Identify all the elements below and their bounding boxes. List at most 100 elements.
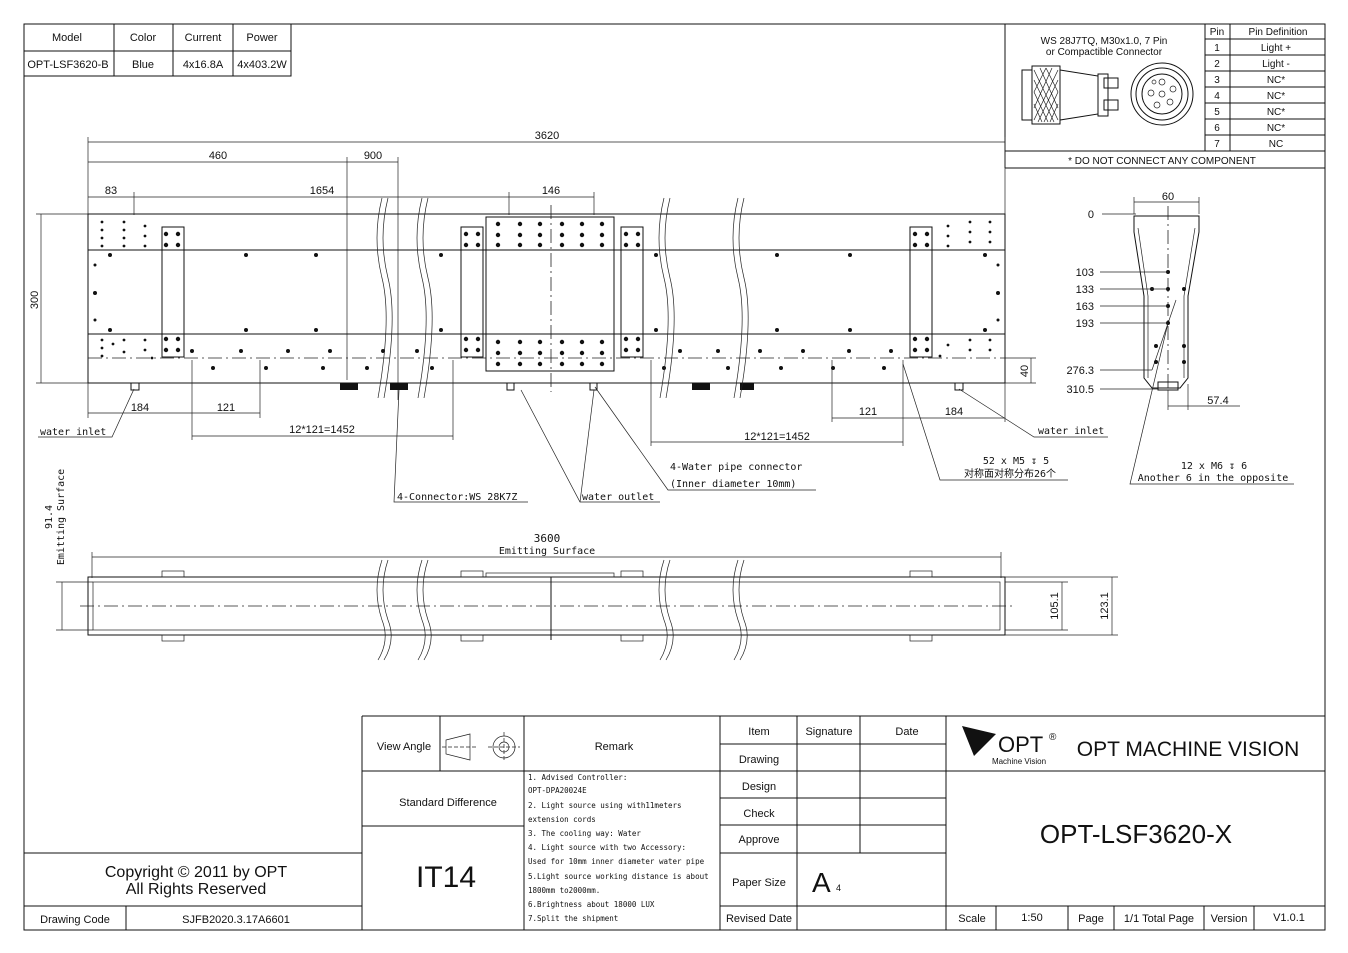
side-profile: [1133, 215, 1200, 389]
sheet-border: [23, 23, 1326, 931]
drawing-code: SJFB2020.3.17A6601: [182, 914, 290, 926]
connector-face-icon: [1130, 62, 1194, 126]
spec-header-current: Current: [185, 32, 222, 44]
connector-note: * DO NOT CONNECT ANY COMPONENT: [1068, 156, 1256, 167]
dim-left-184: 184: [131, 402, 149, 414]
label-m5-2: 对称面对称分布26个: [964, 467, 1056, 480]
dim-193: 193: [1076, 318, 1094, 330]
dim-left-121: 121: [217, 402, 235, 414]
spec-value-power: 4x403.2W: [237, 59, 287, 71]
label-pipe-2: (Inner diameter 10mm): [670, 479, 796, 490]
dim-133: 133: [1076, 284, 1094, 296]
pin-6-def: NC*: [1267, 123, 1285, 134]
scale-value: 1:50: [1021, 912, 1042, 924]
dim-60: 60: [1162, 191, 1174, 203]
mount-bracket: [161, 216, 933, 372]
dim-460: 460: [209, 150, 227, 162]
remark-line: extension cords: [528, 815, 596, 824]
tolerance-value: IT14: [416, 861, 476, 894]
label-water-outlet: water outlet: [582, 492, 654, 503]
dim-276: 276.3: [1066, 365, 1094, 377]
copyright-line1: Copyright © 2011 by OPT: [105, 864, 287, 881]
pin-5-def: NC*: [1267, 107, 1285, 118]
signature-label: Signature: [805, 726, 852, 738]
dim-103: 103: [1076, 267, 1094, 279]
water-inlet-fitting: [954, 382, 964, 391]
remark-line: 2. Light source using with11meters: [528, 801, 682, 810]
opt-logo: OPT ® Machine Vision: [962, 726, 1057, 766]
dim-163: 163: [1076, 301, 1094, 313]
label-m6-2: Another 6 in the opposite: [1138, 473, 1289, 484]
row-drawing: Drawing: [739, 754, 779, 766]
pin-1-def: Light +: [1261, 43, 1291, 54]
water-inlet-fitting: [130, 382, 140, 391]
title-block: Copyright © 2011 by OPT All Rights Reser…: [24, 715, 1325, 930]
revised-date-label: Revised Date: [726, 913, 792, 925]
logo-reg: ®: [1049, 732, 1057, 743]
row-approve: Approve: [739, 834, 780, 846]
dim-300: 300: [29, 291, 41, 309]
remark-line: Used for 10mm inner diameter water pipe: [528, 857, 705, 866]
dim-0: 0: [1088, 209, 1094, 221]
connector-title-1: WS 28J7TQ, M30x1.0, 7 Pin: [1041, 36, 1168, 47]
connector-block: [340, 383, 358, 390]
copyright-line2: All Rights Reserved: [126, 881, 267, 898]
water-outlet-fitting: [589, 382, 598, 391]
view-angle-label: View Angle: [377, 741, 431, 753]
remark-line: 5.Light source working distance is about: [528, 872, 709, 881]
row-design: Design: [742, 781, 776, 793]
water-outlet-fitting: [506, 382, 515, 391]
page-value: 1/1 Total Page: [1124, 913, 1194, 925]
label-pipe-1: 4-Water pipe connector: [670, 462, 802, 473]
spec-value-current: 4x16.8A: [183, 59, 224, 71]
remark-line: 4. Light source with two Accessory:: [528, 843, 686, 852]
label-connector: 4-Connector:WS 28K7Z: [397, 492, 517, 503]
break-marks: [376, 197, 749, 399]
company-name: OPT MACHINE VISION: [1077, 738, 1299, 761]
label-water-inlet-right: water inlet: [1038, 426, 1104, 437]
dim-91: 91.4: [44, 505, 55, 529]
connector-plug-icon: [1021, 65, 1119, 125]
dim-310: 310.5: [1066, 384, 1094, 396]
spec-header-model: Model: [52, 32, 82, 44]
dim-right-pitch: 12*121=1452: [744, 431, 810, 443]
pin-5: 5: [1214, 107, 1220, 118]
pin-4-def: NC*: [1267, 91, 1285, 102]
spec-header-color: Color: [130, 32, 157, 44]
emit-label: Emitting Surface: [499, 546, 595, 557]
standard-difference-label: Standard Difference: [399, 797, 497, 809]
dim-123: 123.1: [1099, 592, 1111, 620]
emit-length: 3600: [534, 532, 561, 545]
label-m5-1: 52 x M5 ↧ 5: [983, 456, 1049, 467]
pin-2: 2: [1214, 59, 1220, 70]
connector-block: [692, 383, 710, 390]
remark-line: OPT-DPA20024E: [528, 786, 587, 795]
scale-label: Scale: [958, 913, 986, 925]
light-body-front: [87, 213, 1006, 384]
screw-holes: [93, 220, 1000, 370]
remark-line: 3. The cooling way: Water: [528, 829, 641, 838]
dim-900: 900: [364, 150, 382, 162]
front-view: 3620 460 900 83 1654 146 300 40: [29, 130, 1108, 503]
pin-1: 1: [1214, 43, 1220, 54]
dim-146: 146: [542, 185, 560, 197]
logo-text: OPT: [998, 732, 1043, 757]
dim-105: 105.1: [1049, 592, 1061, 620]
dim-91-label: Emitting Surface: [56, 469, 67, 565]
remark-line: 1. Advised Controller:: [528, 773, 627, 782]
dim-57: 57.4: [1207, 395, 1228, 407]
dim-83: 83: [105, 185, 117, 197]
label-m6-1: 12 x M6 ↧ 6: [1181, 461, 1247, 472]
dim-40: 40: [1019, 365, 1031, 377]
spec-header-power: Power: [246, 32, 278, 44]
paper-size-label: Paper Size: [732, 877, 786, 889]
pin-def-header: Pin Definition: [1249, 27, 1308, 38]
connector-panel: WS 28J7TQ, M30x1.0, 7 Pin or Compactible…: [1004, 23, 1326, 169]
connector-block: [390, 383, 408, 390]
date-label: Date: [895, 726, 918, 738]
version-label: Version: [1211, 913, 1248, 925]
remark-label: Remark: [595, 741, 634, 753]
projection-symbol-icon: [442, 732, 520, 762]
connector-title-2: or Compactible Connector: [1046, 47, 1163, 58]
